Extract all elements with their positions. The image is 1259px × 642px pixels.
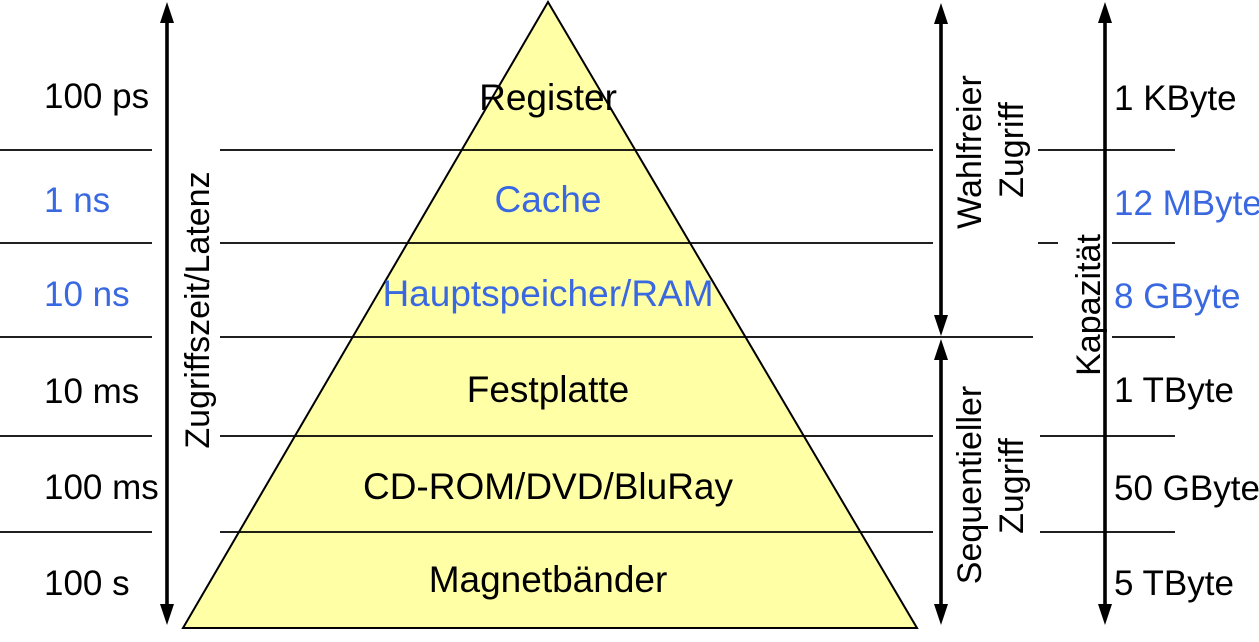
access-time-register: 100 ps [44,77,149,116]
access-time-axis-arrow [160,2,174,625]
sequential-access-arrow [934,339,948,625]
access-time-hdd: 10 ms [44,372,139,411]
level-separator-lines [0,149,1175,533]
capacity-ram: 8 GByte [1114,277,1240,316]
capacity-values: 1 KByte 12 MByte 8 GByte 1 TByte 50 GByt… [1114,79,1259,603]
sequential-access-label-line1: Sequentieller [951,386,989,584]
access-time-axis-label: Zugriffszeit/Latenz [179,171,217,448]
level-labels: Register Cache Hauptspeicher/RAM Festpla… [363,77,734,600]
arrowhead-up-icon [1098,2,1112,23]
access-time-ram: 10 ns [44,275,130,314]
level-label-cache: Cache [495,179,602,220]
capacity-axis-arrow [1098,2,1112,625]
arrowhead-down-icon [934,315,948,336]
capacity-cache: 12 MByte [1114,184,1259,223]
capacity-register: 1 KByte [1114,79,1237,118]
capacity-hdd: 1 TByte [1114,371,1234,410]
level-label-hdd: Festplatte [467,369,629,410]
access-time-values: 100 ps 1 ns 10 ns 10 ms 100 ms 100 s [44,77,159,603]
arrowhead-down-icon [160,604,174,625]
capacity-optical: 50 GByte [1114,469,1259,508]
level-label-register: Register [479,77,617,118]
arrowhead-up-icon [934,3,948,24]
access-time-optical: 100 ms [44,468,159,507]
level-label-ram: Hauptspeicher/RAM [382,273,713,314]
capacity-tape: 5 TByte [1114,564,1234,603]
arrowhead-down-icon [1098,604,1112,625]
sequential-access-label-line2: Zugriff [993,438,1031,534]
pyramid-shape [181,0,919,629]
arrowhead-down-icon [934,604,948,625]
level-label-tape: Magnetbänder [429,559,668,600]
access-time-cache: 1 ns [44,181,110,220]
access-time-tape: 100 s [44,564,130,603]
arrowhead-up-icon [160,2,174,23]
random-access-label-line2: Zugriff [993,102,1031,198]
arrowhead-up-icon [934,339,948,360]
level-label-optical: CD-ROM/DVD/BluRay [363,466,734,507]
random-access-arrow [934,3,948,336]
capacity-axis-label: Kapazität [1070,234,1108,376]
random-access-label-line1: Wahlfreier [951,75,989,229]
